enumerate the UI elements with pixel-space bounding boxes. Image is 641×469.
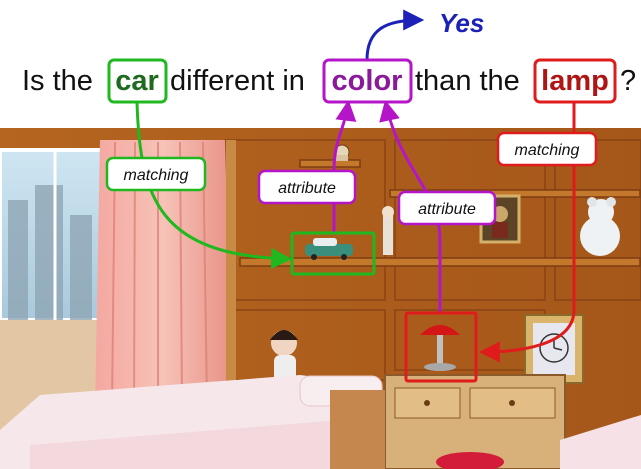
question-prefix: Is the	[22, 65, 93, 97]
lamp-attribute-label: attribute	[418, 201, 476, 218]
car-matching-arrow	[135, 101, 293, 269]
arrows	[135, 9, 576, 363]
color-word-box	[322, 58, 413, 104]
color-word: color	[332, 65, 403, 97]
left-bed	[0, 375, 385, 469]
lamp-attribute-arrow	[379, 99, 442, 313]
bounding-boxes	[290, 231, 478, 383]
question-connector: than the	[415, 65, 520, 97]
clock	[524, 314, 584, 384]
edge-labels: matching attribute attribute matching	[105, 131, 598, 226]
teddy-bear	[580, 197, 620, 256]
lamp-word: lamp	[541, 65, 609, 97]
question: Is the car different in color than the l…	[22, 58, 636, 104]
doll	[270, 330, 298, 383]
car-word-box	[107, 58, 168, 104]
car-bbox	[290, 231, 376, 276]
answer-arrow	[365, 9, 425, 61]
lamp-matching-label: matching	[515, 142, 580, 159]
carved-pillar	[226, 140, 236, 390]
lamp-matching-arrow	[478, 102, 576, 363]
lamp-word-box	[533, 58, 617, 104]
lamp	[420, 325, 460, 371]
car-attribute-label: attribute	[278, 180, 336, 197]
question-middle: different in	[170, 65, 305, 97]
car-word: car	[115, 65, 159, 97]
window-buildings	[8, 185, 92, 320]
car-matching-label: matching	[124, 167, 189, 184]
figurine	[382, 206, 394, 255]
lamp-bbox	[404, 311, 478, 383]
toy-car	[305, 238, 353, 260]
question-suffix: ?	[620, 65, 636, 97]
stool	[436, 452, 504, 469]
answer-text: Yes	[439, 8, 484, 38]
right-bed	[560, 415, 641, 469]
